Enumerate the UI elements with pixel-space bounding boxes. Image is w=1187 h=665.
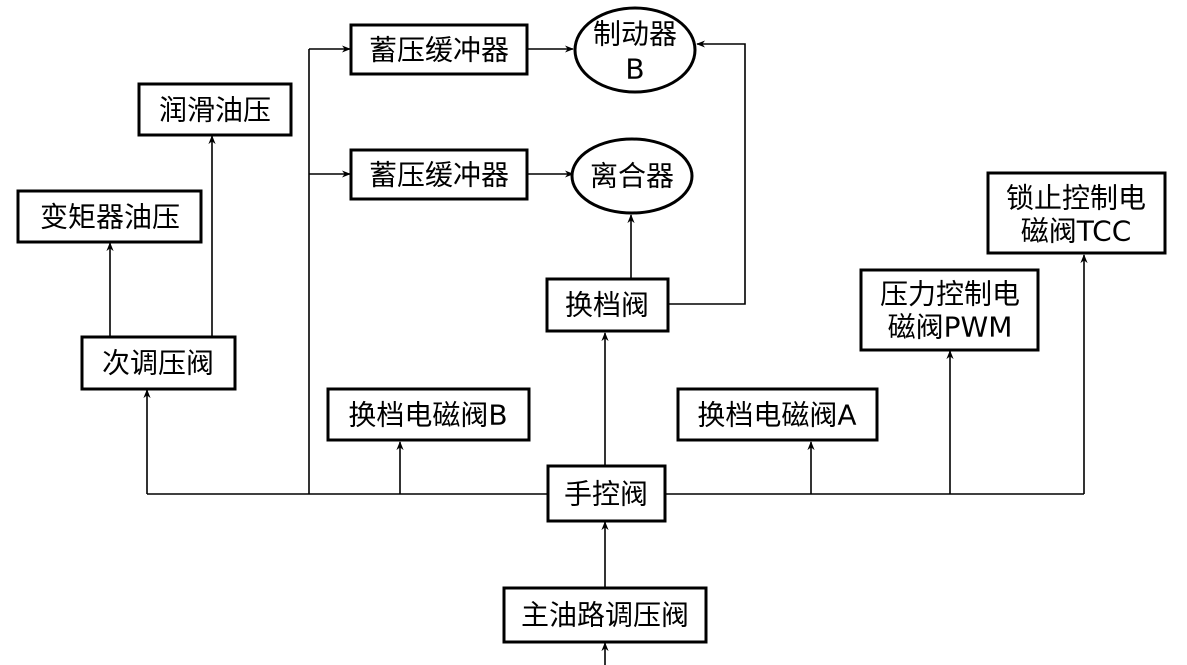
shift-solenoid-a-label: 换档电磁阀A <box>697 399 856 432</box>
lockup-label-line2: 磁阀TCC <box>1021 215 1132 248</box>
clutch-label: 离合器 <box>590 160 674 193</box>
pressure-control-solenoid-pwm: 压力控制电 磁阀PWM <box>859 268 1040 352</box>
accumulator-bottom-label: 蓄压缓冲器 <box>369 159 509 192</box>
torque-converter-label: 变矩器油压 <box>40 201 180 234</box>
secondary-regulator-valve: 次调压阀 <box>80 335 237 391</box>
accumulator-top-label: 蓄压缓冲器 <box>369 34 509 67</box>
main-regulator-valve: 主油路调压阀 <box>502 586 708 644</box>
torque-converter-pressure: 变矩器油压 <box>16 189 203 244</box>
shift-solenoid-b: 换档电磁阀B <box>326 387 531 442</box>
brake-b: 制动器 B <box>573 6 697 94</box>
shift-solenoid-a: 换档电磁阀A <box>676 387 879 442</box>
lockup-label-line1: 锁止控制电 <box>1006 182 1146 215</box>
arrow-shift-valve-to-brake <box>668 40 746 305</box>
clutch: 离合器 <box>570 137 694 215</box>
brake-b-label-line1: 制动器 <box>593 18 677 51</box>
accumulator-top: 蓄压缓冲器 <box>349 23 529 76</box>
shift-valve-label: 换档阀 <box>565 289 649 322</box>
lube-pressure: 润滑油压 <box>137 82 293 137</box>
connector-lines <box>106 40 1088 665</box>
lube-pressure-label: 润滑油压 <box>159 94 271 127</box>
manual-valve: 手控阀 <box>546 464 667 523</box>
lockup-solenoid-tcc: 锁止控制电 磁阀TCC <box>986 171 1167 255</box>
pressure-control-label-line1: 压力控制电 <box>880 278 1020 311</box>
main-regulator-label: 主油路调压阀 <box>521 599 689 632</box>
shift-valve: 换档阀 <box>545 277 670 333</box>
accumulator-bottom: 蓄压缓冲器 <box>349 148 529 201</box>
secondary-regulator-label: 次调压阀 <box>102 347 214 380</box>
brake-b-label-line2: B <box>625 53 644 86</box>
shift-solenoid-b-label: 换档电磁阀B <box>348 399 507 432</box>
pressure-control-label-line2: 磁阀PWM <box>888 311 1013 344</box>
manual-valve-label: 手控阀 <box>564 478 648 511</box>
